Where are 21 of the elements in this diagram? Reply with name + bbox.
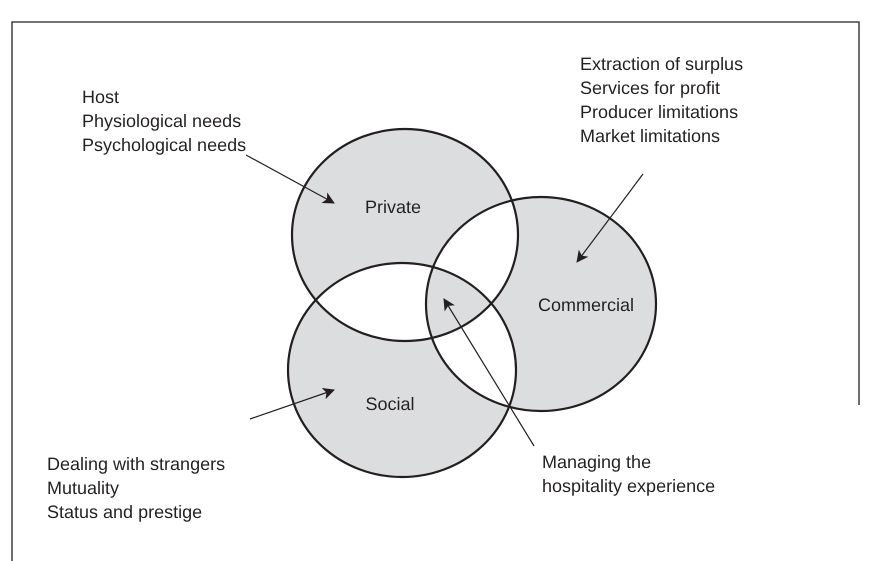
venn-circle <box>290 127 520 343</box>
note-text: Market limitations <box>580 125 720 148</box>
circle-label: Commercial <box>538 294 634 317</box>
note-text: Mutuality <box>47 477 120 500</box>
circle-label: Social <box>365 393 415 416</box>
note-text: Producer limitations <box>580 101 738 124</box>
note-text: Physiological needs <box>82 110 242 133</box>
leader-arrow <box>250 388 335 420</box>
note-text: Psychological needs <box>82 134 246 157</box>
leader-arrow <box>576 174 644 263</box>
leader-arrow <box>246 154 335 204</box>
note-text: Managing the hospitality experience <box>542 451 716 498</box>
note-text: Host <box>82 86 120 109</box>
note-text: Extraction of surplus <box>580 53 744 76</box>
leader-arrow <box>443 298 535 446</box>
venn-circle <box>424 195 658 413</box>
note-text: Services for profit <box>580 77 720 100</box>
venn-circle <box>286 261 518 479</box>
note-text: Status and prestige <box>47 501 202 524</box>
circle-label: Private <box>364 196 422 219</box>
note-text: Dealing with strangers <box>47 453 226 476</box>
